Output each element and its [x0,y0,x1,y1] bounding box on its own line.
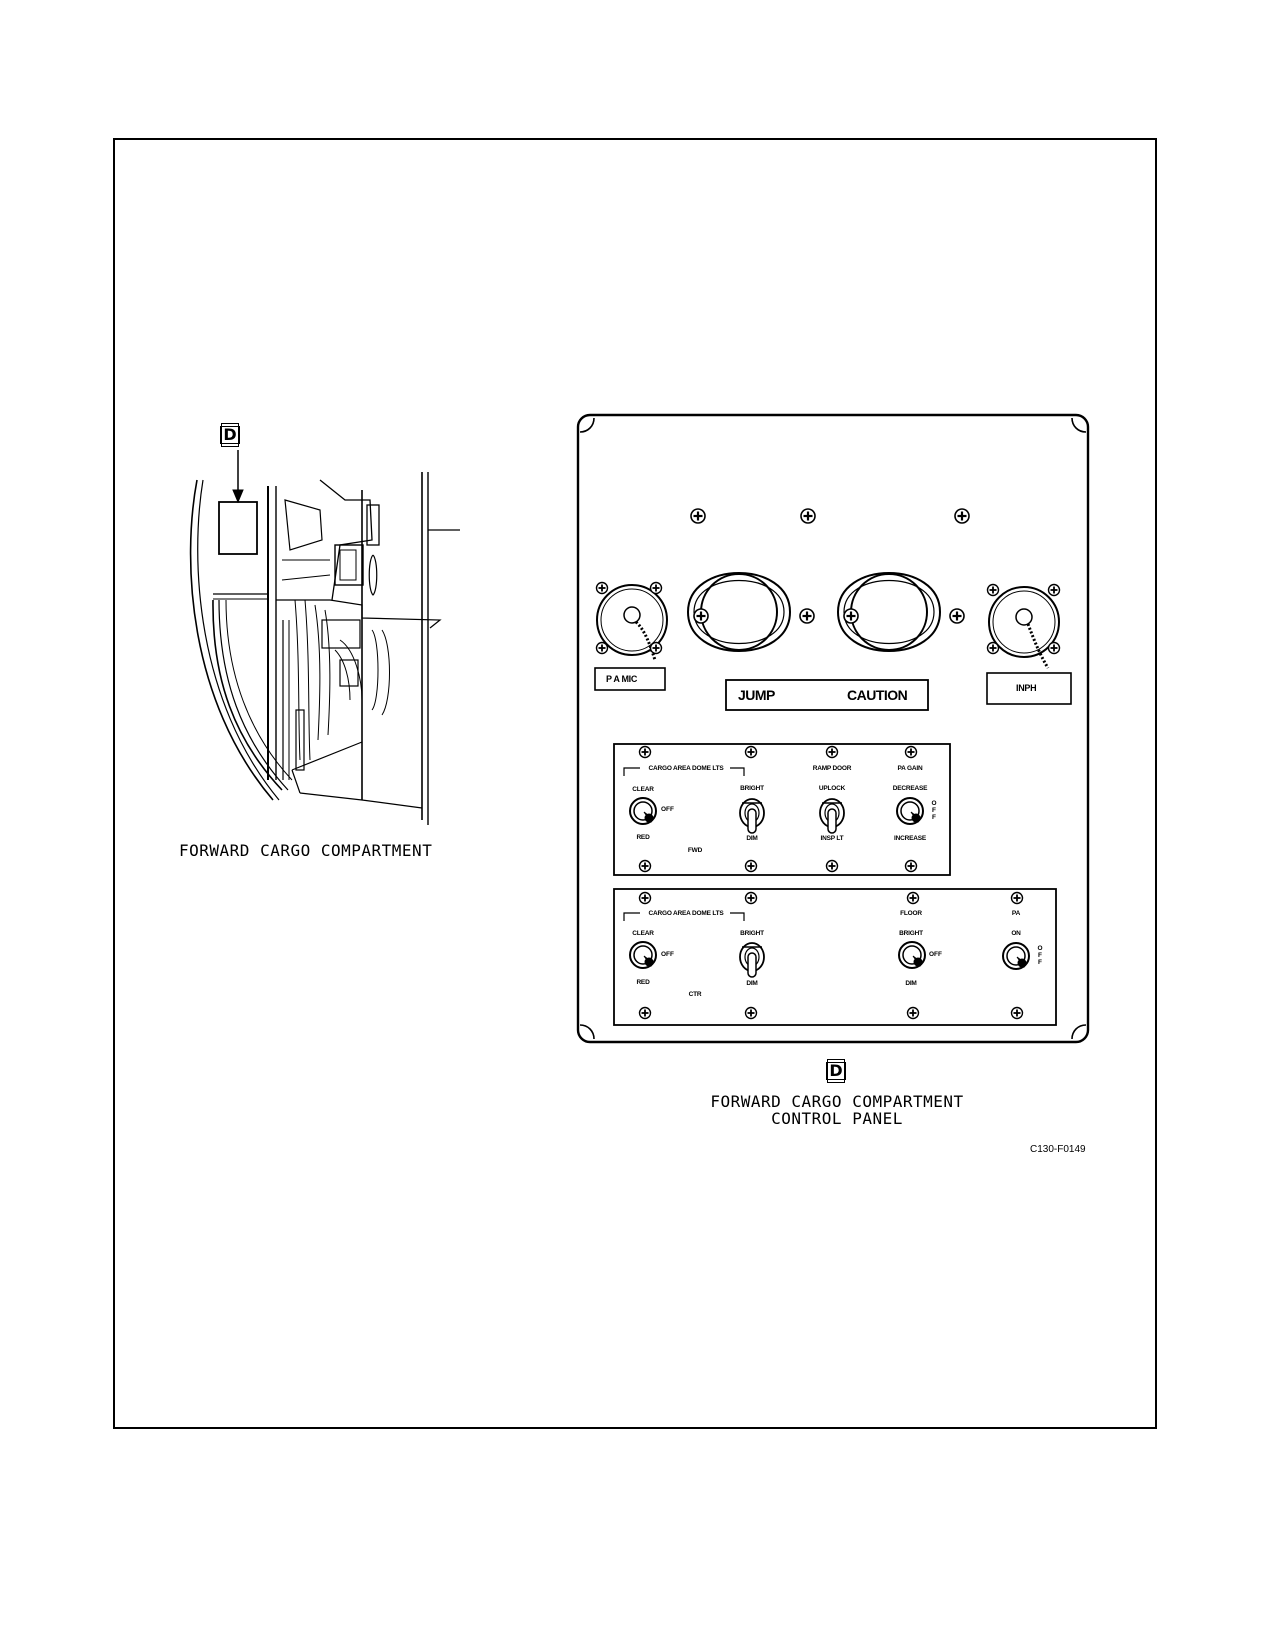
ramp-door-label: RAMP DOOR [812,765,852,772]
pa-mic-label: P A MIC [606,674,638,684]
ctr-dim-label: DIM [746,980,758,987]
panel-d-tag: D [826,1059,846,1083]
panel-caption-line1: FORWARD CARGO COMPARTMENT [710,1092,964,1111]
pa-gain-label: PA GAIN [897,765,923,772]
jump-label: JUMP [738,687,775,703]
caution-light [836,572,966,652]
left-view-caption: FORWARD CARGO COMPARTMENT [179,841,433,860]
floor-label: FLOOR [900,910,922,917]
pa-mic-connector [594,581,668,691]
fwd-dim-label: DIM [746,835,758,842]
figure-id: C130-F0149 [1030,1144,1086,1155]
floor-off-label: OFF [929,951,942,958]
panel-d-tag-letter: D [826,1062,846,1080]
increase-label: INCREASE [894,835,926,842]
pa-on-label: ON [1011,930,1021,937]
view-d-tag: D [220,423,240,447]
inph-connector [986,583,1072,705]
decrease-label: DECREASE [892,785,928,792]
uplock-label: UPLOCK [818,785,846,792]
ctr-off-label: OFF [661,951,674,958]
fwd-subpanel [613,743,951,876]
fwd-off-label: OFF [661,806,674,813]
view-d-tag-letter: D [220,426,240,444]
ctr-dome-lts-label: CARGO AREA DOME LTS [648,910,724,917]
ctr-clear-label: CLEAR [632,930,654,937]
fwd-red-label: RED [636,834,650,841]
fwd-dome-lts-label: CARGO AREA DOME LTS [648,765,724,772]
jump-light [686,572,816,652]
floor-dim-label: DIM [905,980,917,987]
fwd-clear-label: CLEAR [632,786,654,793]
figure-frame [113,138,1157,1429]
cargo-compartment-sketch [189,450,460,825]
ctr-red-label: RED [636,979,650,986]
fwd-section-label: FWD [687,847,703,854]
caution-label: CAUTION [847,687,908,703]
control-panel [576,413,1090,1044]
ctr-bright-label: BRIGHT [740,930,764,937]
insp-lt-label: INSP LT [820,835,844,842]
inph-label: INPH [1016,683,1037,693]
floor-bright-label: BRIGHT [899,930,923,937]
fwd-bright-label: BRIGHT [740,785,764,792]
pa-label: PA [1011,910,1021,917]
ctr-subpanel [613,888,1057,1026]
panel-caption-line2: CONTROL PANEL [771,1109,903,1128]
ctr-section-label: CTR [688,991,702,998]
